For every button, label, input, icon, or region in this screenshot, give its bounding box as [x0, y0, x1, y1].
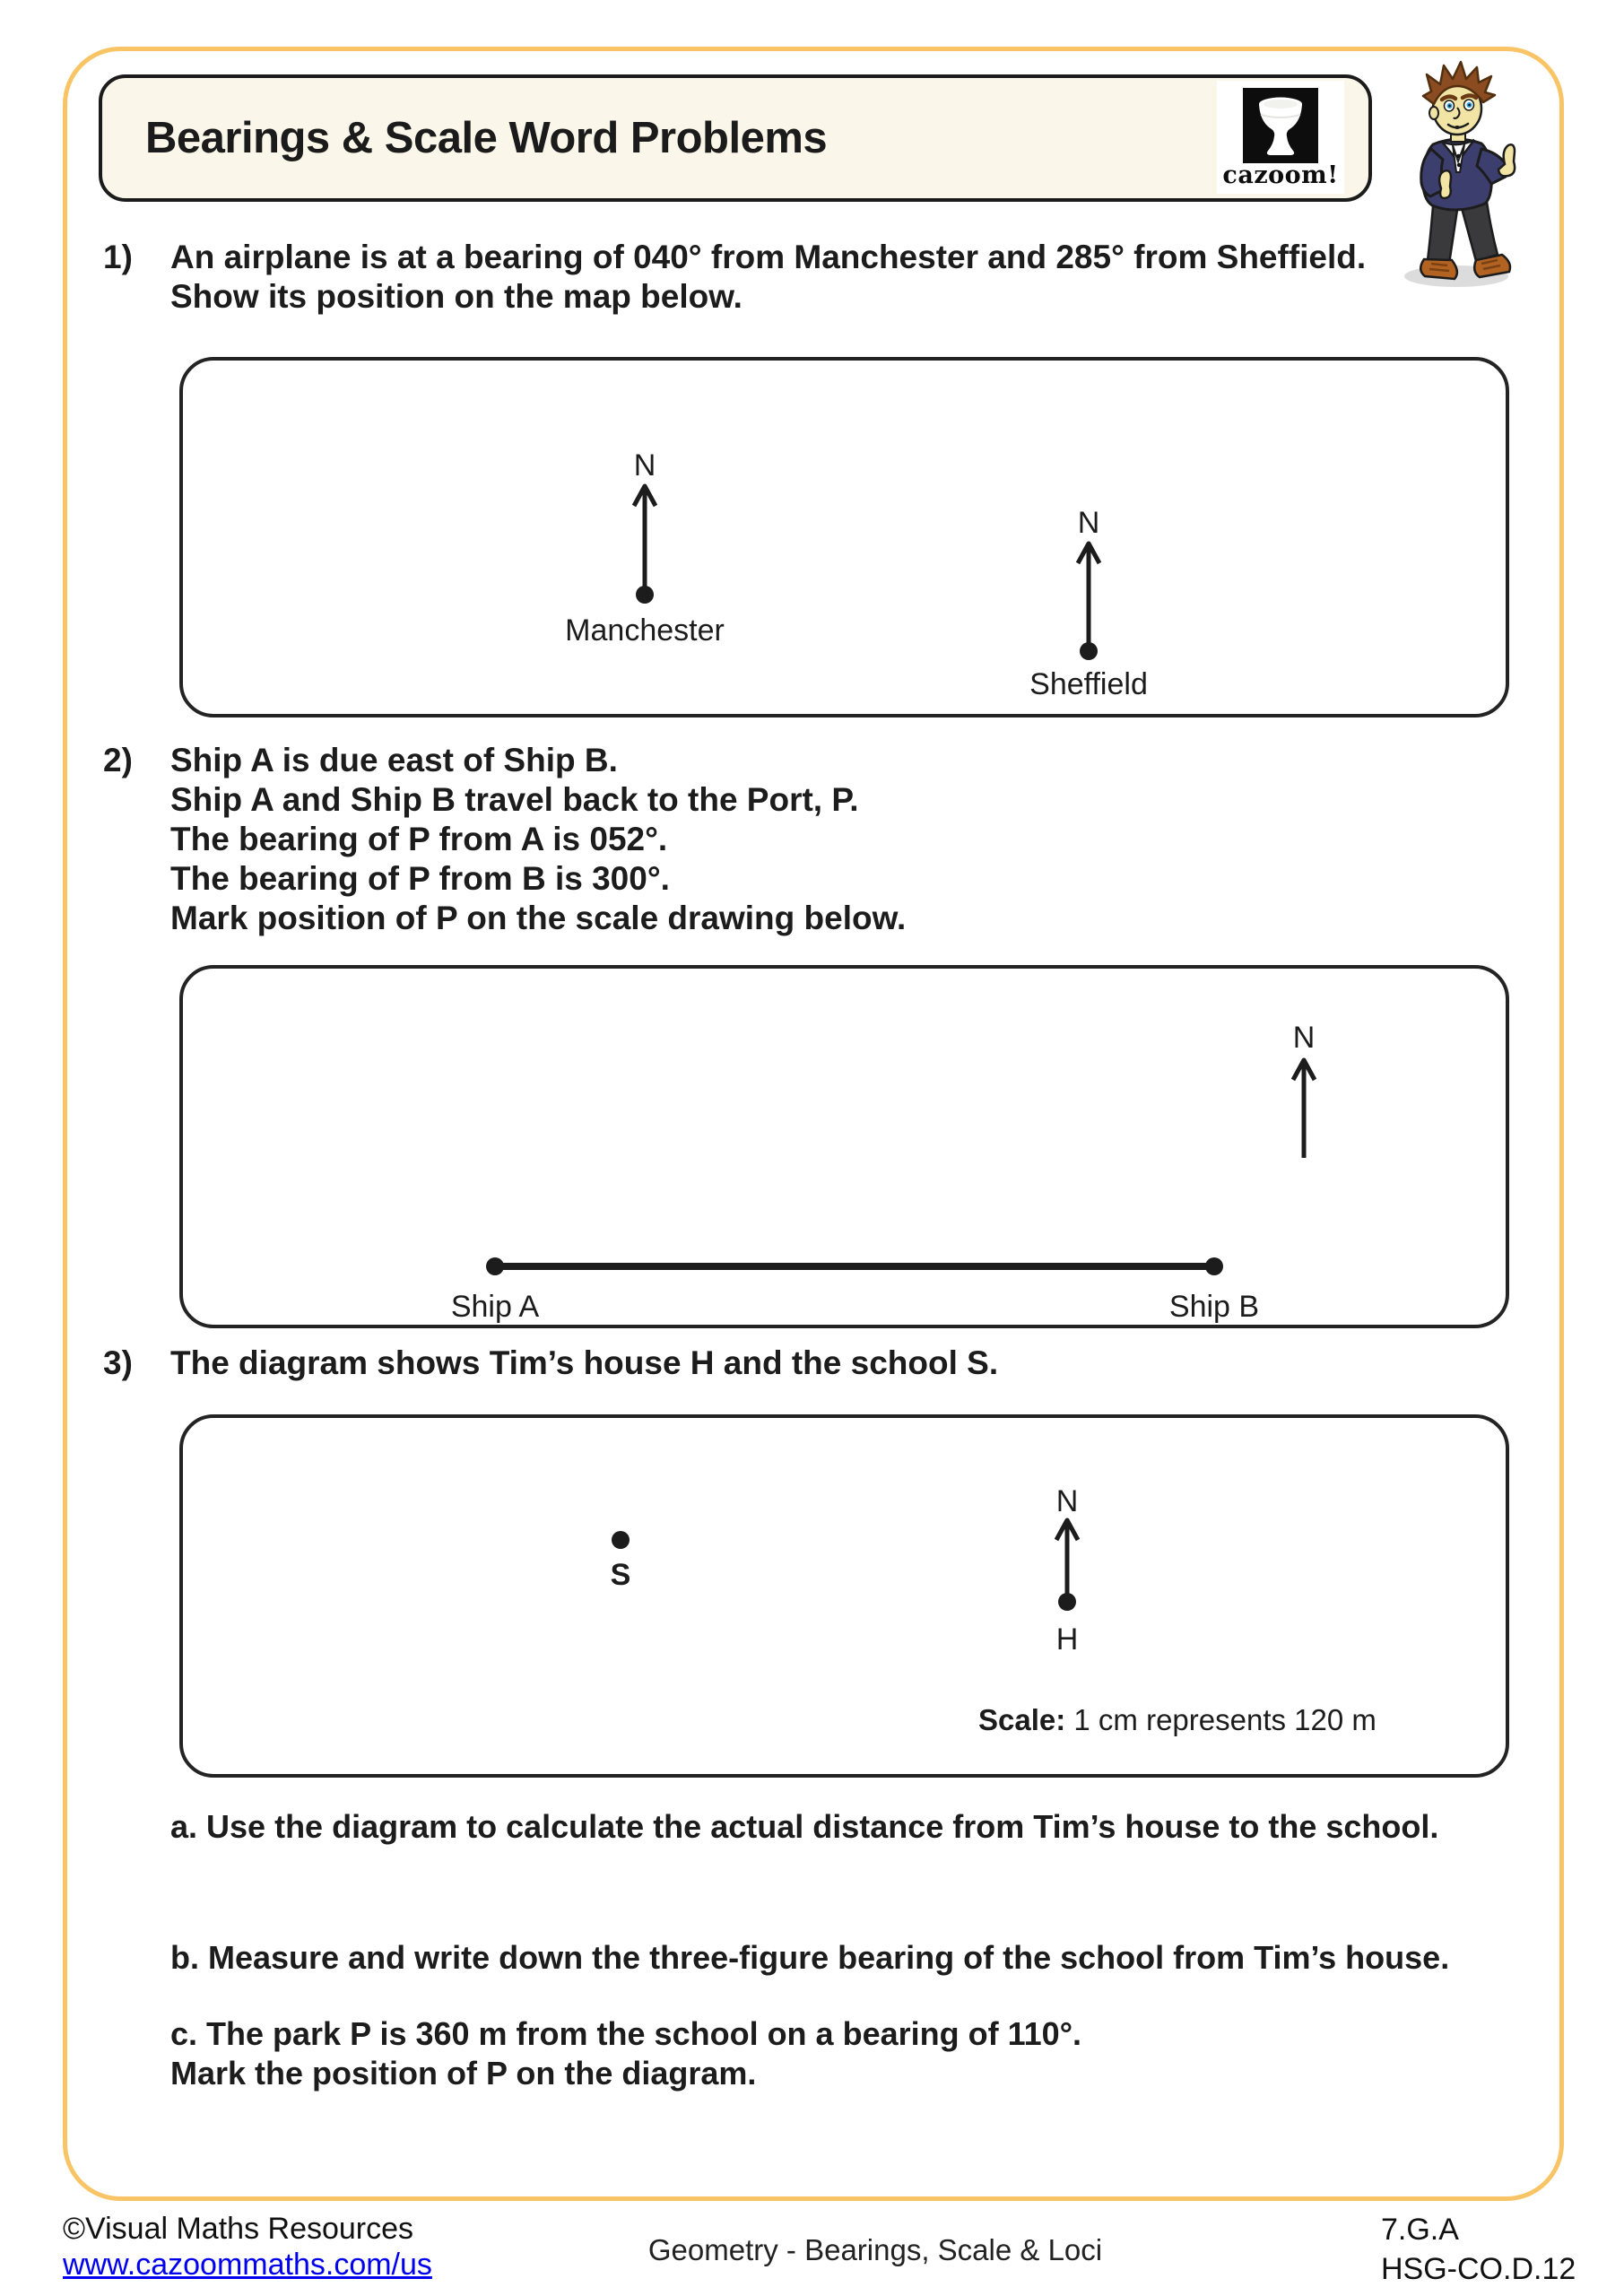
diagram-2-scale-drawing-box: N Ship A Ship B — [179, 965, 1509, 1328]
diagram-2-graphics — [486, 1057, 1317, 1275]
subquestion-c: c.The park P is 360 m from the school on… — [170, 2015, 1081, 2053]
question-2-line-1: Ship A is due east of Ship B. — [170, 742, 618, 778]
subquestion-a-label: a. — [170, 1808, 198, 1845]
north-label-ships: N — [1292, 1021, 1316, 1055]
footer-standard-2: HSG-CO.D.12 — [1381, 2252, 1576, 2286]
sheffield-label: Sheffield — [1029, 667, 1148, 701]
mascot-boy-illustration — [1392, 56, 1526, 291]
diagram-1-graphics — [631, 483, 1102, 660]
footer-standards: 7.G.A HSG-CO.D.12 — [1381, 2210, 1576, 2289]
question-1-line-1: An airplane is at a bearing of 040° from… — [170, 239, 1367, 275]
north-label-manchester: N — [633, 448, 656, 483]
subquestion-a-text: Use the diagram to calculate the actual … — [206, 1808, 1439, 1845]
cazoom-logo: cazoom! — [1217, 81, 1344, 194]
subquestion-b-text: Measure and write down the three-figure … — [208, 1939, 1450, 1976]
question-2-number: 2) — [103, 742, 133, 778]
diagram-1-map-box: N Manchester N Sheffield — [179, 357, 1509, 718]
footer-copyright: ©Visual Maths Resources — [63, 2212, 414, 2246]
ship-b-label: Ship B — [1168, 1290, 1260, 1324]
page-accent-frame — [63, 47, 1564, 2201]
scale-label: Scale: — [978, 1703, 1066, 1736]
scale-statement: Scale: 1 cm represents 120 m — [978, 1703, 1376, 1737]
question-2-line-5: Mark position of P on the scale drawing … — [170, 900, 907, 936]
question-2-line-4: The bearing of P from B is 300°. — [170, 860, 670, 897]
footer-topic: Geometry - Bearings, Scale & Loci — [647, 2233, 1103, 2266]
subquestion-a: a.Use the diagram to calculate the actua… — [170, 1808, 1438, 1846]
title-box: Bearings & Scale Word Problems — [99, 74, 1372, 202]
question-3-line-1: The diagram shows Tim’s house H and the … — [170, 1344, 999, 1381]
diagram-3-house-school-box: S N H Scale: 1 cm represents 120 m — [179, 1414, 1509, 1778]
subquestion-b: b.Measure and write down the three-figur… — [170, 1939, 1449, 1977]
question-1-line-2: Show its position on the map below. — [170, 278, 743, 315]
north-label-house: N — [1055, 1484, 1079, 1518]
question-2-line-2: Ship A and Ship B travel back to the Por… — [170, 781, 859, 818]
page-title: Bearings & Scale Word Problems — [145, 114, 828, 162]
question-2-line-3: The bearing of P from A is 052°. — [170, 821, 668, 857]
subquestion-c-line-2: Mark the position of P on the diagram. — [170, 2055, 757, 2092]
djembe-drum-icon — [1243, 88, 1318, 163]
cazoom-logo-wordmark: cazoom! — [1222, 161, 1339, 189]
diagram-3-graphics — [612, 1518, 1081, 1611]
house-point-label: H — [1055, 1622, 1079, 1657]
scale-value: 1 cm represents 120 m — [1065, 1703, 1376, 1736]
ship-a-label: Ship A — [450, 1290, 540, 1324]
north-label-sheffield: N — [1077, 506, 1100, 540]
subquestion-b-label: b. — [170, 1939, 199, 1976]
question-1-number: 1) — [103, 239, 133, 275]
subquestion-c-label: c. — [170, 2015, 198, 2052]
subquestion-c-text: The park P is 360 m from the school on a… — [206, 2015, 1082, 2052]
school-point-label: S — [610, 1558, 631, 1592]
question-3-number: 3) — [103, 1344, 133, 1381]
manchester-label: Manchester — [565, 613, 725, 648]
footer-website-link[interactable]: www.cazoommaths.com/us — [63, 2248, 432, 2282]
footer-standard-1: 7.G.A — [1381, 2213, 1459, 2247]
